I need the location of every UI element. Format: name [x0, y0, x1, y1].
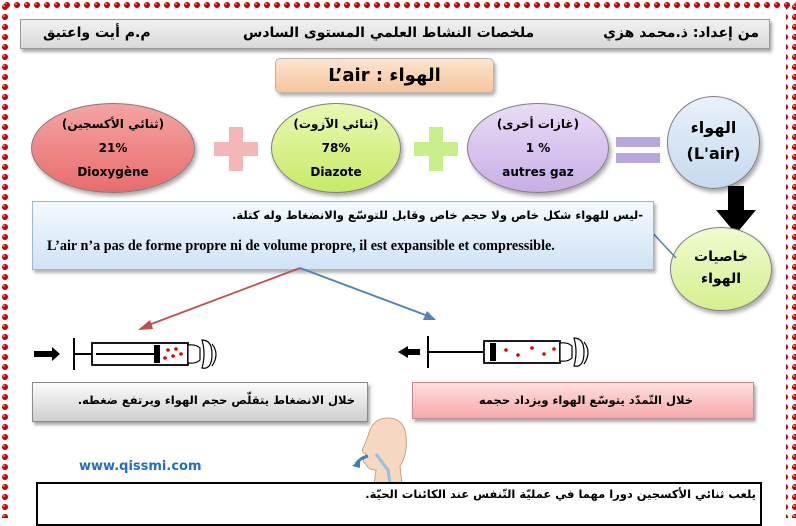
plus-icon [214, 127, 258, 171]
note-box: يلعب ثنائي الأكسجين دورا مهما في عمليّة … [36, 482, 762, 526]
note-text: يلعب ثنائي الأكسجين دورا مهما في عمليّة … [365, 487, 756, 501]
school-label: م.م أيت واعتيق [43, 25, 151, 41]
oxygen-ellipse: (ثنائي الأكسجين) 21% Dioxygène [31, 103, 195, 193]
equals-icon [616, 137, 660, 163]
air-ar-label: الهواء [690, 118, 737, 137]
nitrogen-fr-label: Diazote [310, 165, 362, 179]
other-gas-percent: 1 % [525, 141, 551, 155]
properties-line2: الهواء [700, 271, 742, 287]
definition-box: -ليس للهواء شكل خاص ولا حجم خاص وقابل لل… [32, 201, 654, 270]
down-arrow-icon [716, 186, 756, 234]
lesson-title: الهواء : L’air [275, 58, 494, 93]
website-link[interactable]: www.qissmi.com [79, 459, 202, 474]
breathing-head-illustration [352, 417, 407, 485]
expansion-caption-box: خلال التّمدّد يتوسّع الهواء ويزداد حجمه [412, 382, 754, 419]
properties-line1: خاصيات [694, 249, 748, 265]
plus-icon [414, 127, 458, 171]
compression-caption-box: خلال الانضغاط يتقلّص حجم الهواء ويرتفع ض… [32, 382, 368, 422]
oxygen-fr-label: Dioxygène [77, 165, 149, 179]
nitrogen-ar-label: (ثنائي الآزوت) [293, 117, 379, 131]
other-gas-ar-label: (غازات أخرى) [496, 117, 580, 131]
expansion-text: خلال التّمدّد يتوسّع الهواء ويزداد حجمه [478, 393, 693, 407]
oxygen-percent: 21% [98, 141, 128, 155]
oxygen-ar-label: (ثنائي الأكسجين) [61, 117, 165, 131]
syringe-expansion [398, 336, 589, 368]
header-bar: من إعداد: ذ.محمد هزي ملخصات النشاط العلم… [20, 19, 770, 49]
compression-text: خلال الانضغاط يتقلّص حجم الهواء ويرتفع ض… [77, 393, 355, 407]
red-arrow-line [145, 267, 301, 327]
header-title: ملخصات النشاط العلمي المستوى السادس [243, 25, 535, 41]
red-arrowhead [138, 320, 153, 330]
definition-ar: -ليس للهواء شكل خاص ولا حجم خاص وقابل لل… [231, 208, 643, 222]
definition-fr: L’air n’a pas de forme propre ni de volu… [47, 238, 555, 254]
blue-arrow-line [299, 267, 429, 317]
air-fr-label: (L'air) [686, 144, 741, 163]
syringe-compression [34, 338, 217, 370]
nitrogen-percent: 78% [321, 141, 351, 155]
other-gas-ellipse: (غازات أخرى) 1 % autres gaz [467, 103, 609, 193]
blue-arrowhead [423, 311, 436, 320]
other-gas-fr-label: autres gaz [502, 165, 574, 179]
nitrogen-ellipse: (ثنائي الآزوت) 78% Diazote [271, 103, 401, 193]
air-properties-ellipse: خاصيات الهواء [670, 227, 772, 311]
author-label: من إعداد: ذ.محمد هزي [603, 25, 759, 41]
air-circle: الهواء (L'air) [667, 96, 760, 189]
